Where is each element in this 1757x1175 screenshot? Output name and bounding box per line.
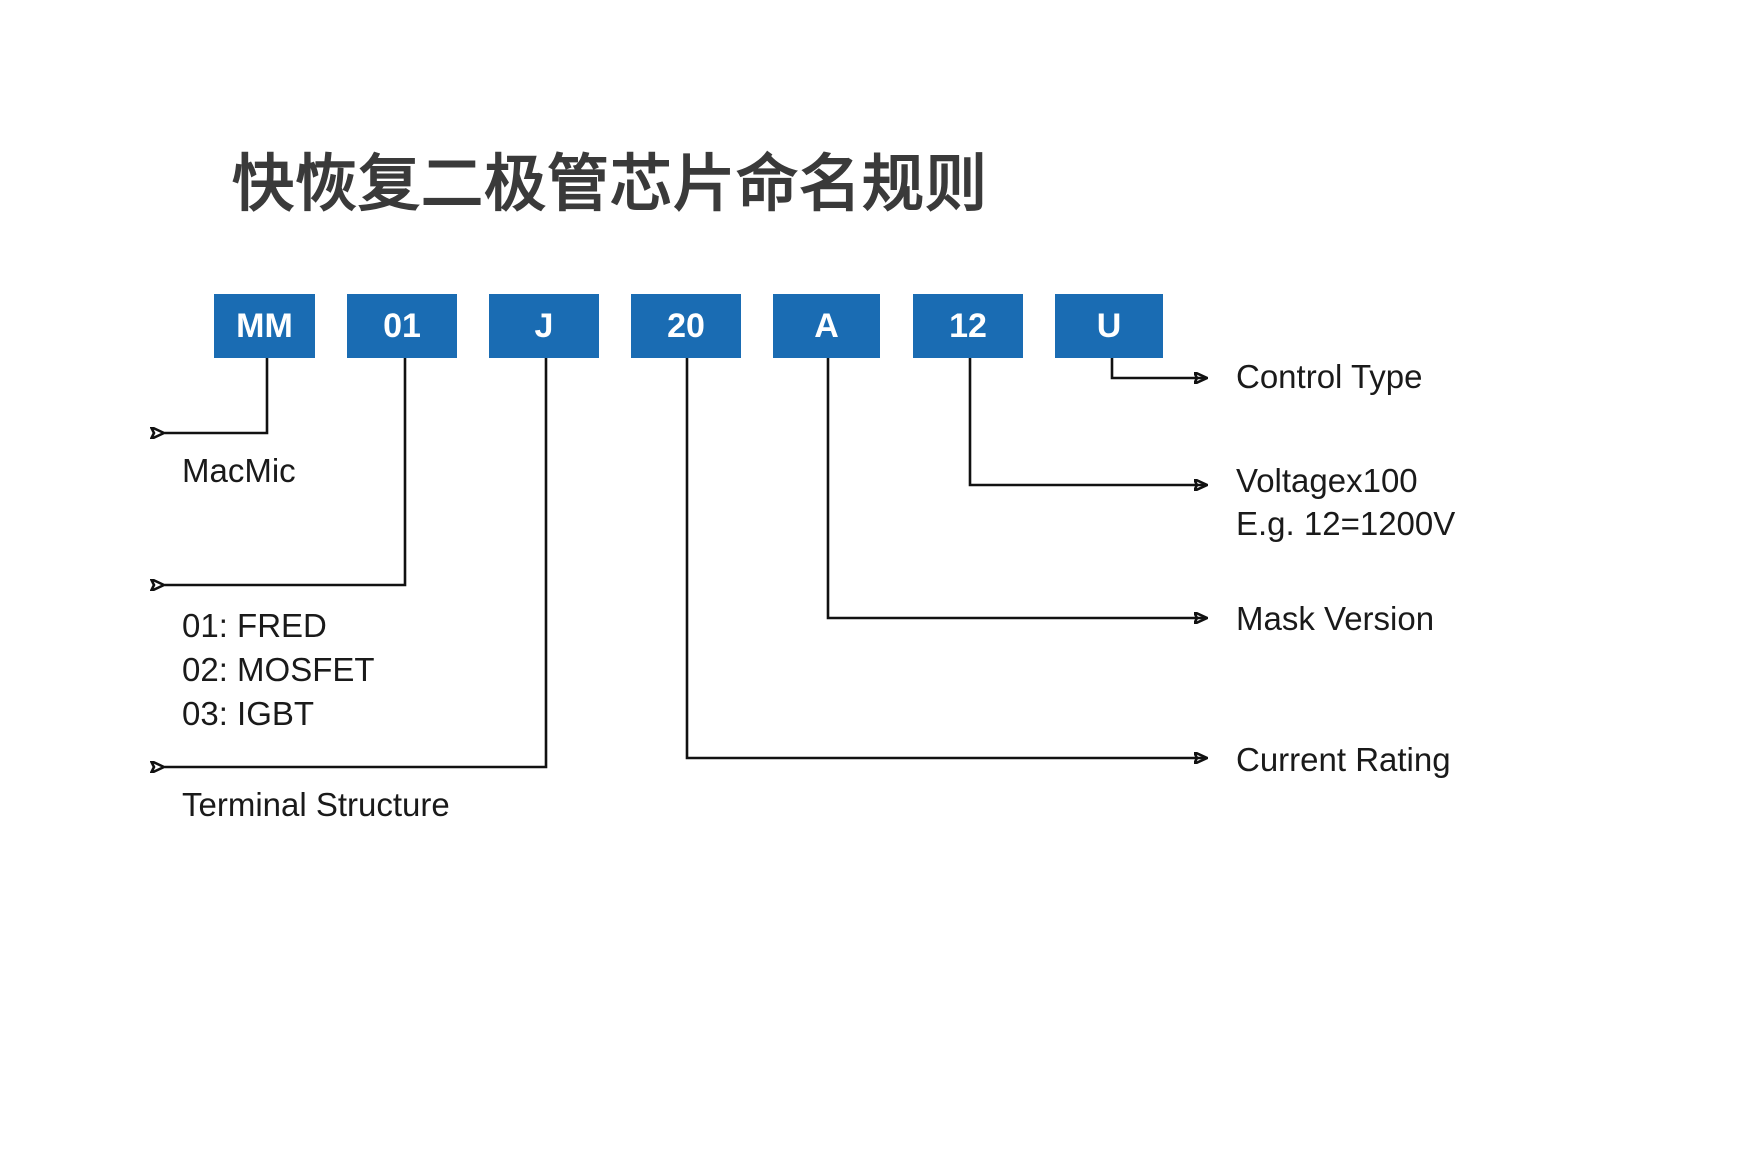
code-box-product-type[interactable]: 01 [347,294,457,358]
code-box-label: 12 [949,306,987,345]
label-voltage-example: E.g. 12=1200V [1236,505,1456,542]
label-mask-version: Mask Version [1236,600,1435,637]
label-voltage-group: Voltagex100 E.g. 12=1200V [1236,462,1455,542]
wire-control-type [1110,358,1207,378]
code-box-manufacturer[interactable]: MM [214,294,315,358]
code-box-label: 20 [667,306,705,345]
wire-mask-version [826,358,1207,618]
list-item: 01: FRED [182,607,327,644]
code-box-current[interactable]: 20 [631,294,741,358]
wire-voltage [968,358,1207,485]
code-box-mask[interactable]: A [773,294,880,358]
label-terminal-structure: Terminal Structure [182,786,450,823]
label-control-type: Control Type [1236,358,1423,395]
label-current-rating: Current Rating [1236,741,1451,778]
label-voltage-multiplier: Voltagex100 [1236,462,1418,499]
wire-current-rating [685,358,1207,758]
code-box-label: A [814,306,839,345]
product-type-list: 01: FRED 02: MOSFET 03: IGBT [182,607,375,732]
list-item: 02: MOSFET [182,651,375,688]
code-box-label: MM [236,306,293,345]
code-box-terminal[interactable]: J [489,294,599,358]
code-box-label: J [534,306,554,345]
label-macmic: MacMic [182,452,296,489]
code-box-label: U [1096,306,1122,345]
wire-macmic [163,358,269,433]
code-box-voltage[interactable]: 12 [913,294,1023,358]
list-item: 03: IGBT [182,695,315,732]
code-box-label: 01 [383,306,421,345]
code-box-control[interactable]: U [1055,294,1163,358]
page-title: 快恢复二极管芯片命名规则 [232,147,989,220]
